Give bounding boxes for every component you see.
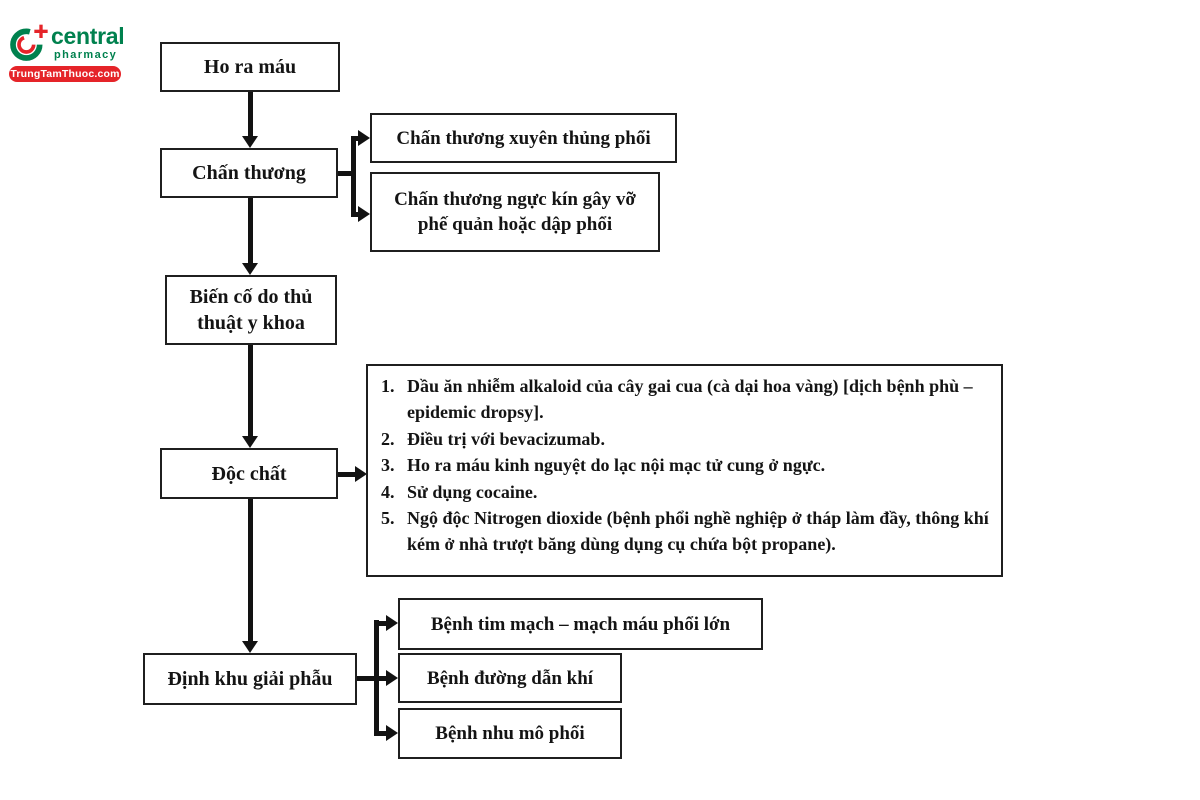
connector-anatomy-branch	[374, 620, 379, 736]
arrowhead-right-icon	[355, 466, 367, 482]
list-item-number: 4.	[381, 481, 395, 502]
box-toxin-list: 1. Dầu ăn nhiễm alkaloid của cây gai cua…	[366, 364, 1003, 577]
arrowhead-down-icon	[242, 641, 258, 653]
list-item: 3. Ho ra máu kinh nguyệt do lạc nội mạc …	[379, 452, 989, 478]
list-item: 2. Điều trị với bevacizumab.	[379, 426, 989, 452]
central-pharmacy-logo: central pharmacy TrungTamThuoc.com	[8, 16, 178, 88]
arrow-to-anatomy-child-3	[378, 725, 398, 741]
trauma-child-2-label: Chấn thương ngực kín gây vỡ phế quản hoặ…	[394, 189, 636, 235]
arrow-toxin-to-anatomy	[242, 499, 258, 653]
arrow-to-trauma-child-2	[353, 206, 370, 222]
box-trauma-child-penetrating: Chấn thương xuyên thủng phổi	[370, 113, 677, 163]
logo-brand-text: central	[51, 23, 125, 49]
arrowhead-down-icon	[242, 436, 258, 448]
list-item: 5. Ngộ độc Nitrogen dioxide (bệnh phổi n…	[379, 505, 989, 558]
box-anatomy-child-parenchyma: Bệnh nhu mô phổi	[398, 708, 622, 759]
box-trauma-child-blunt: Chấn thương ngực kín gây vỡ phế quản hoặ…	[370, 172, 660, 252]
list-item-text: Điều trị với bevacizumab.	[407, 428, 605, 449]
connector-trauma-branch	[351, 136, 356, 217]
node-medical-procedure: Biến cố do thủ thuật y khoa	[165, 275, 337, 345]
list-item-number: 2.	[381, 428, 395, 449]
anatomy-child-3-label: Bệnh nhu mô phổi	[435, 723, 585, 744]
arrow-root-to-trauma	[242, 92, 258, 148]
anatomy-child-1-label: Bệnh tim mạch – mạch máu phổi lớn	[430, 613, 731, 635]
list-item-text: Ho ra máu kinh nguyệt do lạc nội mạc tử …	[407, 455, 826, 476]
arrowhead-right-icon	[358, 130, 370, 146]
list-item: 4. Sử dụng cocaine.	[379, 479, 989, 505]
arrowhead-right-icon	[386, 615, 398, 631]
list-item-number: 1.	[381, 376, 395, 396]
arrowhead-right-icon	[386, 725, 398, 741]
list-item: 1. Dầu ăn nhiễm alkaloid của cây gai cua…	[379, 373, 989, 426]
arrow-toxin-to-list	[338, 466, 367, 482]
list-item-text: Sử dụng cocaine.	[407, 481, 538, 502]
node-trauma: Chấn thương	[160, 148, 338, 198]
node-root-label: Ho ra máu	[203, 56, 297, 78]
arrowhead-down-icon	[242, 136, 258, 148]
node-anatomy-label: Định khu giải phẫu	[167, 668, 333, 690]
central-pharmacy-logo-icon	[10, 23, 49, 61]
anatomy-child-2-label: Bệnh đường dẫn khí	[426, 667, 594, 689]
list-item-number: 3.	[381, 455, 395, 476]
list-item-number: 5.	[381, 508, 395, 529]
logo-tagline-text: pharmacy	[54, 49, 118, 61]
box-anatomy-child-cardiovascular: Bệnh tim mạch – mạch máu phổi lớn	[398, 598, 763, 650]
arrowhead-right-icon	[358, 206, 370, 222]
box-anatomy-child-airway: Bệnh đường dẫn khí	[398, 653, 622, 703]
logo-site-badge: TrungTamThuoc.com	[9, 66, 121, 82]
connector-trauma-stub	[338, 171, 353, 176]
trauma-child-1-label: Chấn thương xuyên thủng phổi	[396, 127, 651, 149]
node-anatomy: Định khu giải phẫu	[143, 653, 357, 705]
node-trauma-label: Chấn thương	[192, 162, 306, 184]
node-medical-procedure-label: Biến cố do thủ thuật y khoa	[189, 286, 313, 334]
list-item-text: Dầu ăn nhiễm alkaloid của cây gai cua (c…	[407, 376, 973, 423]
arrowhead-down-icon	[242, 263, 258, 275]
arrow-trauma-to-procedure	[242, 198, 258, 275]
arrow-to-trauma-child-1	[353, 130, 370, 146]
arrowhead-right-icon	[386, 670, 398, 686]
arrow-to-anatomy-child-2	[357, 670, 398, 686]
node-toxin: Độc chất	[160, 448, 338, 499]
node-root-hemoptysis: Ho ra máu	[160, 42, 340, 92]
arrow-procedure-to-toxin	[242, 345, 258, 448]
arrow-to-anatomy-child-1	[378, 615, 398, 631]
list-item-text: Ngộ độc Nitrogen dioxide (bệnh phổi nghề…	[407, 508, 989, 555]
node-toxin-label: Độc chất	[211, 462, 287, 485]
